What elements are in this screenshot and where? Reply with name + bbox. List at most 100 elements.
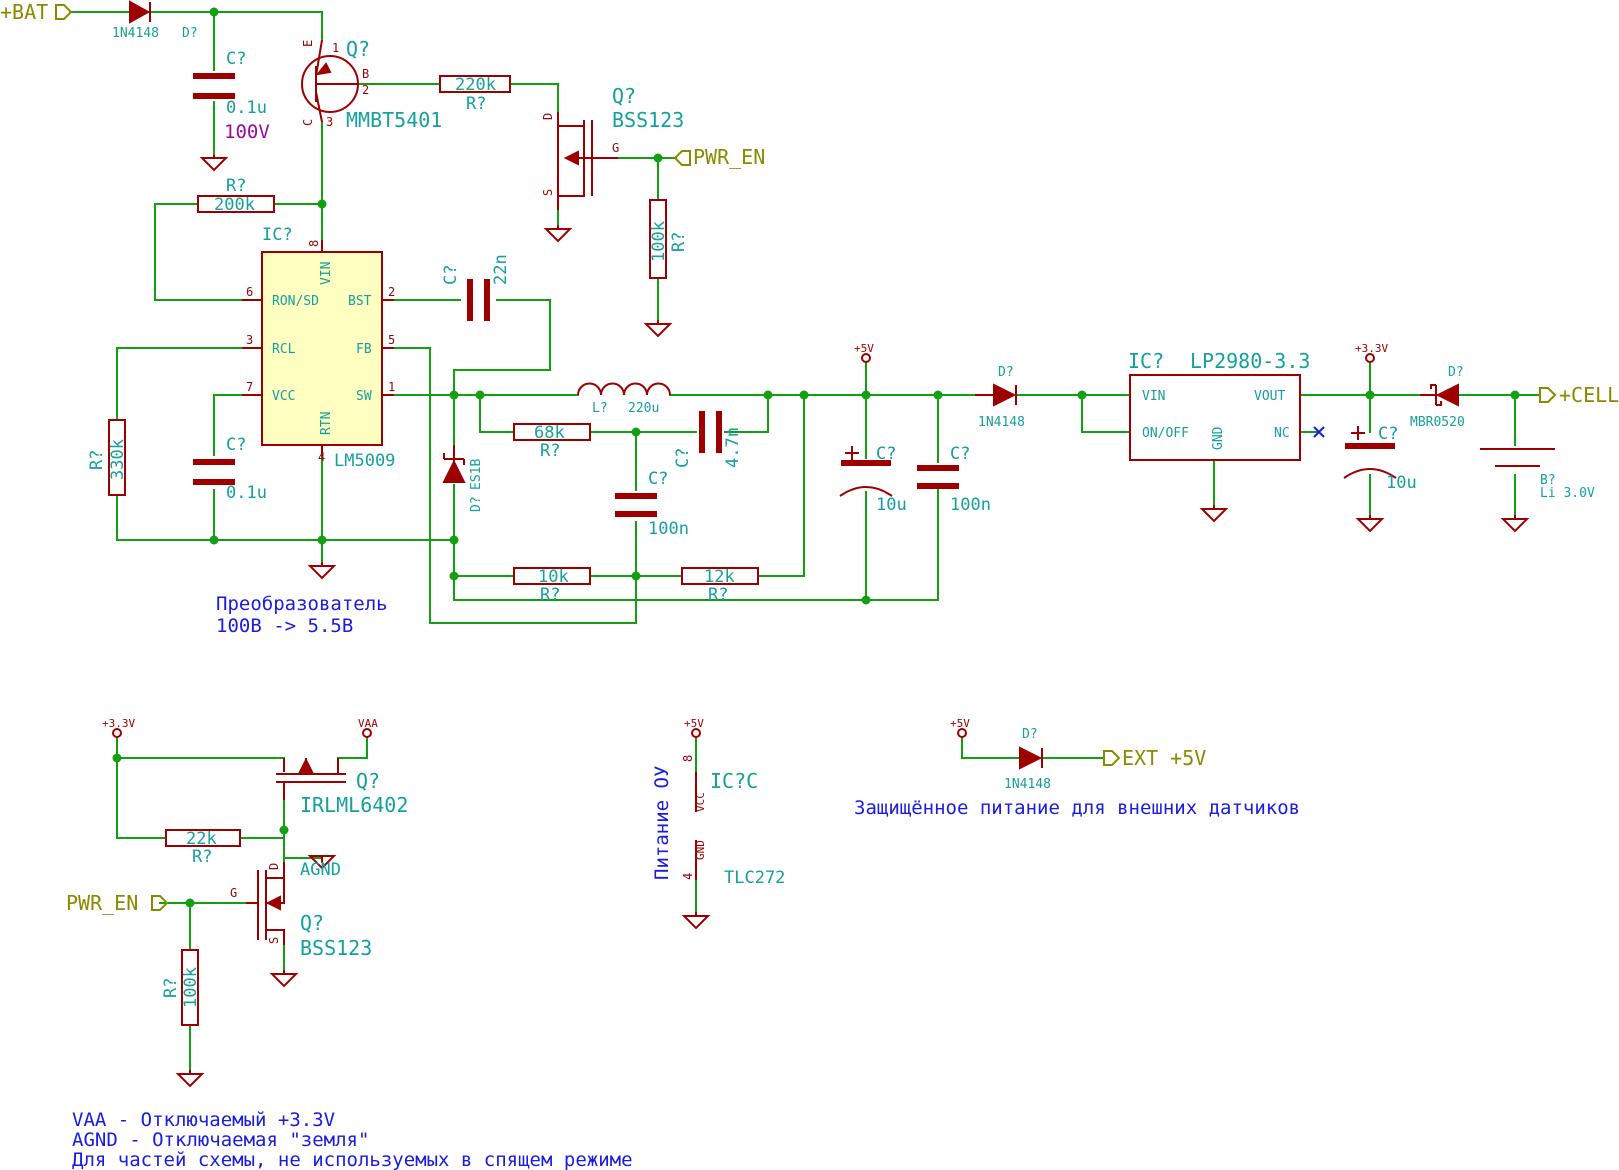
svg-text:6: 6 bbox=[246, 285, 253, 299]
ground-icon bbox=[307, 562, 337, 580]
svg-text:4: 4 bbox=[681, 873, 695, 880]
svg-text:100n: 100n bbox=[950, 495, 991, 515]
transistor-q-pnp: E 1 B 2 C 3 Q? MMBT5401 bbox=[301, 37, 442, 132]
power-ports: +5V +3.3V +3.3V VAA +5V +5V bbox=[102, 342, 1388, 738]
resistor-r-10k: 10k R? bbox=[513, 567, 591, 605]
svg-text:0.1u: 0.1u bbox=[226, 98, 267, 118]
svg-text:TLC272: TLC272 bbox=[724, 868, 785, 888]
svg-text:D?: D? bbox=[182, 26, 198, 41]
svg-text:VIN: VIN bbox=[319, 262, 334, 285]
svg-text:R?: R? bbox=[87, 450, 107, 470]
svg-text:MBR0520: MBR0520 bbox=[1410, 415, 1465, 430]
capacitor-c-10u-a: C? 10u bbox=[839, 444, 907, 515]
svg-text:D?: D? bbox=[469, 496, 484, 512]
svg-text:C?: C? bbox=[673, 448, 693, 468]
battery-b: B? Li 3.0V bbox=[1480, 448, 1595, 501]
svg-text:RCL: RCL bbox=[272, 342, 296, 357]
wires bbox=[69, 11, 1541, 1071]
resistor-r-12k: 12k R? bbox=[681, 567, 759, 605]
svg-text:E: E bbox=[301, 40, 315, 47]
svg-text:LM5009: LM5009 bbox=[334, 451, 395, 471]
diode-d-ldo: D? 1N4148 bbox=[975, 365, 1025, 430]
svg-text:10k: 10k bbox=[538, 567, 569, 587]
power-label-3v3: +3.3V bbox=[102, 717, 135, 730]
port-flag-icon bbox=[1539, 387, 1557, 403]
svg-text:8: 8 bbox=[307, 240, 321, 247]
svg-text:MMBT5401: MMBT5401 bbox=[346, 108, 442, 132]
svg-text:C?: C? bbox=[226, 435, 246, 455]
svg-text:10u: 10u bbox=[1386, 473, 1417, 493]
svg-text:SW: SW bbox=[356, 389, 372, 404]
diode-d-bat: 1N4148 D? bbox=[112, 0, 198, 41]
svg-text:D?: D? bbox=[1448, 365, 1464, 380]
svg-text:1: 1 bbox=[388, 380, 395, 394]
svg-text:BSS123: BSS123 bbox=[300, 936, 372, 960]
svg-text:IC?: IC? bbox=[1128, 349, 1164, 373]
svg-text:C?: C? bbox=[441, 265, 461, 285]
port-flag-icon bbox=[55, 4, 73, 20]
svg-text:D?: D? bbox=[1022, 727, 1038, 742]
port-flag-icon bbox=[673, 150, 691, 166]
svg-text:2: 2 bbox=[388, 285, 395, 299]
svg-text:220u: 220u bbox=[628, 401, 659, 416]
svg-text:R?: R? bbox=[192, 847, 212, 867]
net-label-pwr-en: PWR_EN bbox=[693, 145, 765, 169]
svg-text:12k: 12k bbox=[704, 567, 735, 587]
diode-d-es1b: D? ES1B bbox=[442, 445, 484, 512]
svg-text:0.1u: 0.1u bbox=[226, 483, 267, 503]
svg-text:1N4148: 1N4148 bbox=[1004, 777, 1051, 792]
capacitor-c-100n-b: C? 100n bbox=[917, 444, 991, 515]
svg-text:IC?C: IC?C bbox=[710, 769, 758, 793]
svg-text:FB: FB bbox=[356, 342, 372, 357]
svg-text:100n: 100n bbox=[648, 519, 689, 539]
ground-icon bbox=[1355, 515, 1385, 533]
svg-text:3: 3 bbox=[326, 115, 333, 129]
resistor-r-330k: 330k R? bbox=[87, 419, 128, 496]
svg-text:R?: R? bbox=[540, 441, 560, 461]
svg-text:4.7n: 4.7n bbox=[723, 427, 743, 468]
svg-text:BSS123: BSS123 bbox=[612, 108, 684, 132]
capacitor-c-in: C? 0.1u 100V bbox=[193, 49, 270, 143]
svg-text:4: 4 bbox=[318, 450, 325, 464]
svg-text:Q?: Q? bbox=[356, 769, 380, 793]
svg-text:8: 8 bbox=[681, 755, 695, 762]
svg-text:200k: 200k bbox=[214, 195, 255, 215]
svg-text:D: D bbox=[541, 113, 555, 120]
capacitor-c-4n7: C? 4.7n bbox=[673, 411, 743, 468]
svg-text:L?: L? bbox=[592, 401, 608, 416]
resistor-r-220k: 220k R? bbox=[439, 75, 511, 114]
svg-text:100V: 100V bbox=[224, 121, 270, 143]
power-label-5v: +5V bbox=[950, 717, 970, 730]
svg-text:100k: 100k bbox=[181, 967, 201, 1008]
svg-text:S: S bbox=[267, 937, 281, 944]
svg-text:VOUT: VOUT bbox=[1254, 389, 1285, 404]
svg-text:C?: C? bbox=[1378, 424, 1398, 444]
svg-text:100k: 100k bbox=[649, 221, 669, 262]
svg-text:Li 3.0V: Li 3.0V bbox=[1540, 486, 1595, 501]
svg-text:C?: C? bbox=[876, 444, 896, 464]
ground-icon bbox=[643, 320, 673, 338]
svg-text:22n: 22n bbox=[491, 254, 511, 285]
svg-text:C?: C? bbox=[950, 444, 970, 464]
svg-text:2: 2 bbox=[362, 83, 369, 97]
svg-text:C?: C? bbox=[226, 49, 246, 69]
junctions bbox=[112, 7, 1520, 908]
ground-icon bbox=[543, 225, 573, 243]
ground-symbols bbox=[175, 155, 1530, 1088]
svg-text:GND: GND bbox=[1211, 426, 1226, 450]
svg-text:IRLML6402: IRLML6402 bbox=[300, 793, 408, 817]
global-labels: +BAT PWR_EN +CELL EXT +5V PWR_EN bbox=[0, 0, 1619, 915]
svg-text:VIN: VIN bbox=[1142, 389, 1165, 404]
ground-icon bbox=[1199, 505, 1229, 523]
note-converter-range: 100В -> 5.5В bbox=[216, 615, 353, 637]
svg-text:C?: C? bbox=[648, 469, 668, 489]
svg-text:68k: 68k bbox=[534, 423, 565, 443]
svg-text:R?: R? bbox=[708, 585, 728, 605]
ground-icon bbox=[307, 855, 337, 870]
ground-icon bbox=[175, 1070, 205, 1088]
svg-text:5: 5 bbox=[388, 333, 395, 347]
resistor-r-200k: 200k R? bbox=[197, 176, 275, 215]
svg-text:LP2980-3.3: LP2980-3.3 bbox=[1190, 349, 1310, 373]
port-flag-icon bbox=[1103, 750, 1121, 766]
